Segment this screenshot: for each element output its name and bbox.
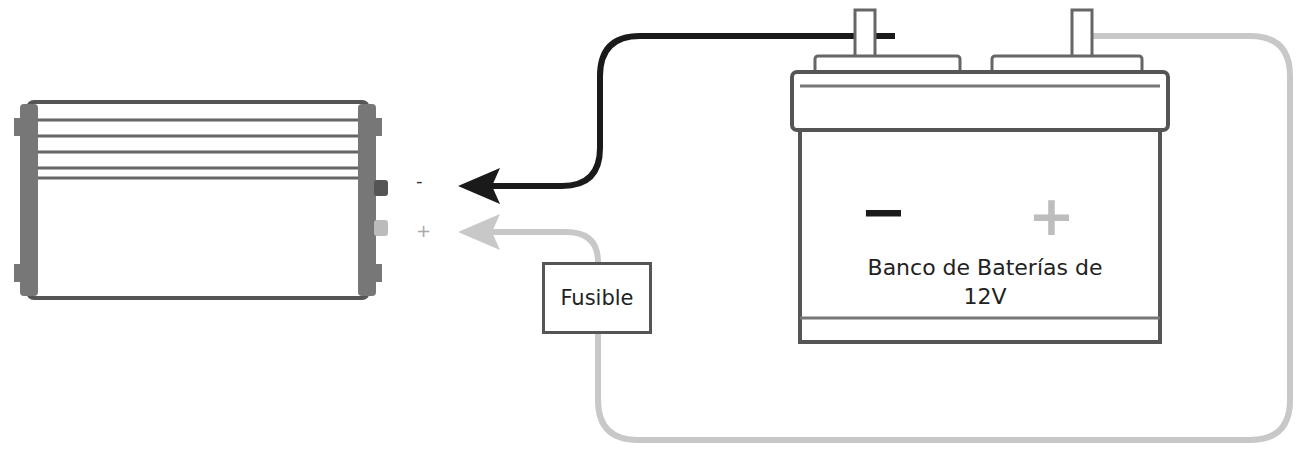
inverter-housing [28,102,368,298]
arrowhead [458,214,500,250]
positive-wire [492,232,598,262]
mount-tab [14,264,24,282]
positive-terminal [374,220,388,236]
negative-sign: − [860,176,907,249]
negative-terminal [374,180,388,196]
fuse-box: Fusible [542,262,652,334]
terminal-label: - [416,170,423,191]
mount-tab [372,118,382,136]
mount-tab [14,118,24,136]
mount-tab [372,264,382,282]
arrowhead [458,168,500,204]
inverter-seam [38,177,358,180]
cooling-fins [38,120,358,168]
positive-sign: + [1028,180,1075,253]
positive-wire [598,36,1290,440]
fuse-label: Fusible [560,286,633,310]
battery-bank: − +Banco de Baterías de 12V [790,8,1170,344]
terminal-label: + [416,220,431,241]
battery-label: Banco de Baterías de 12V [860,254,1110,311]
